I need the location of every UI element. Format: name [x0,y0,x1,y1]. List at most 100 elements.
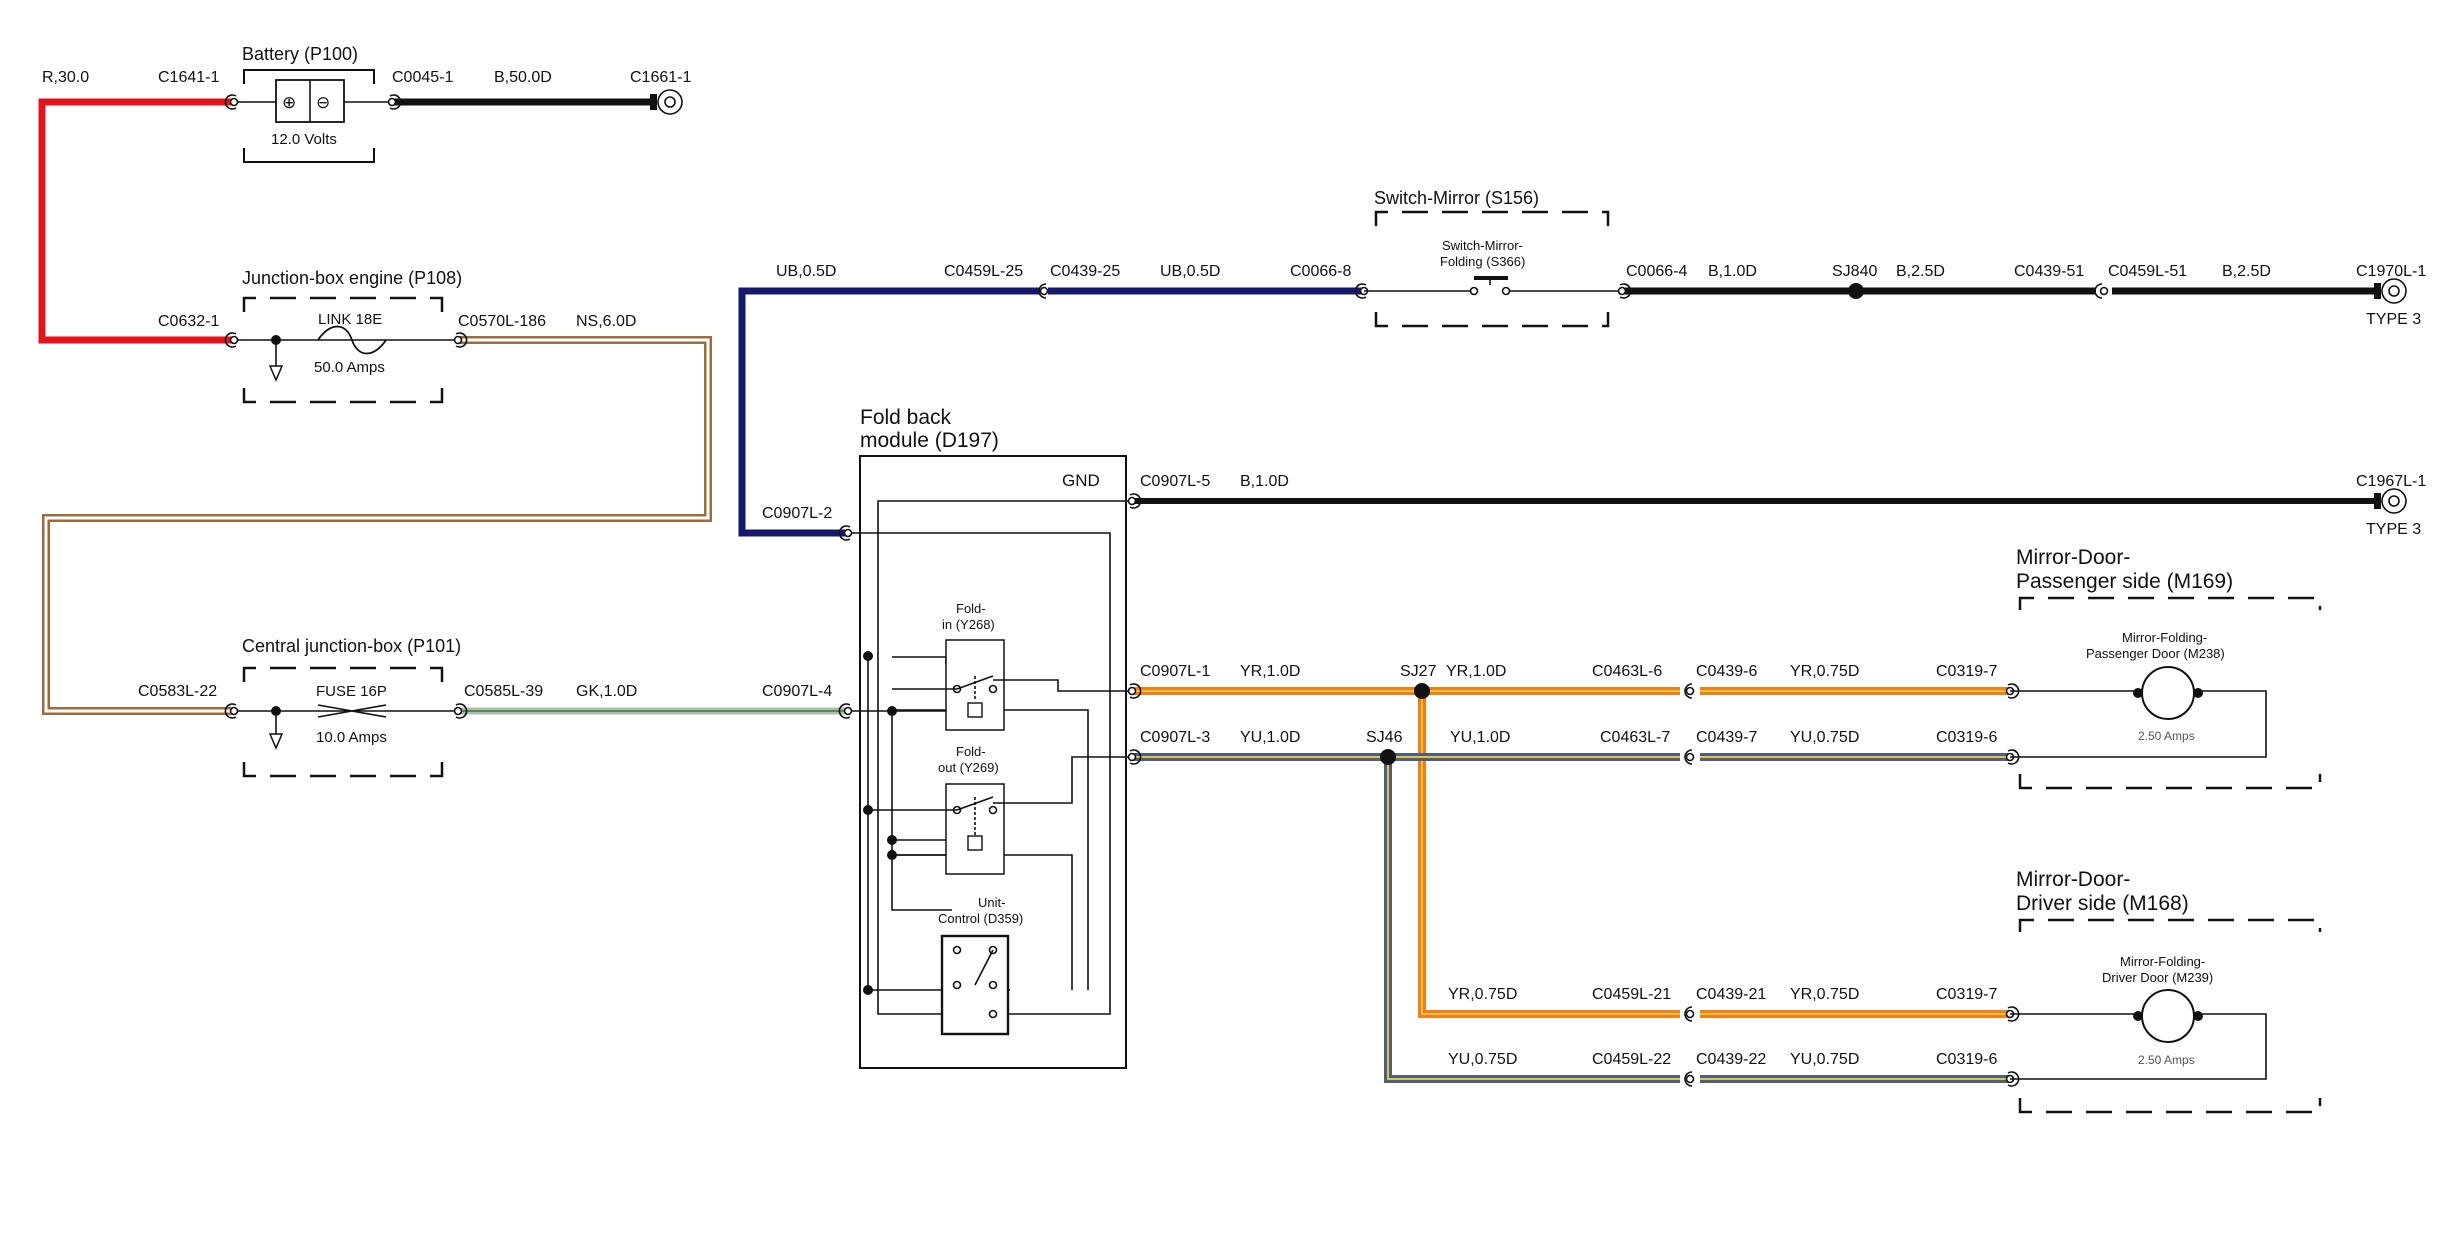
jbox-engine-part: LINK 18E [318,311,382,328]
label-c0907-5: C0907L-5 [1140,473,1210,490]
label-ub-1: UB,0.5D [776,263,836,280]
label-c1641: C1641-1 [158,69,219,86]
connector-c0459-c0439-22[interactable] [1684,1071,1695,1087]
battery-p100[interactable]: Battery (P100) ⊕ ⊖ 12.0 Volts [234,44,392,163]
central-junction-box-p101[interactable]: Central junction-box (P101) FUSE 16P 10.… [234,636,461,778]
label-c0319-7a: C0319-7 [1936,663,1997,680]
connector-c0585[interactable] [453,703,468,719]
mirror-door-passenger-m169[interactable]: Mirror-Door- Passenger side (M169) Mirro… [2010,546,2322,790]
fold-in-label-2: in (Y268) [942,617,995,632]
connector-c0907-4[interactable] [838,703,853,719]
wire-ns-6[interactable] [42,336,712,715]
connector-c0463-c0439-7[interactable] [1684,749,1695,765]
fold-back-module-d197[interactable]: Fold back module (D197) GND Fold- in (Y2… [848,406,1132,1069]
wire-yu[interactable] [1132,753,2010,1083]
mirror-pass-title-1: Mirror-Door- [2016,546,2130,569]
mirror-pass-inner-1: Mirror-Folding- [2122,630,2207,645]
switch-mirror-s156[interactable]: Switch-Mirror (S156) Switch-Mirror- Fold… [1364,188,1622,328]
label-yr075-2: YR,0.75D [1448,986,1517,1003]
cjb-rating: 10.0 Amps [316,729,387,746]
connector-c0459-c0439-25[interactable] [1038,283,1049,299]
motor-icon [2141,989,2195,1043]
label-r30: R,30.0 [42,69,89,86]
connector-c0439-c0459-51[interactable] [2094,283,2109,299]
label-yu075-1: YU,0.75D [1790,729,1859,746]
label-c0463-7: C0463L-7 [1600,729,1670,746]
label-type3-a: TYPE 3 [2366,311,2421,328]
label-yu10-1: YU,1.0D [1240,729,1300,746]
unit-control-label-2: Control (D359) [938,911,1023,926]
switch-mirror-inner-1: Switch-Mirror- [1442,238,1523,253]
connector-c0907-2[interactable] [838,525,853,541]
connector-c0907-3[interactable] [1127,749,1142,765]
label-c0439-25: C0439-25 [1050,263,1120,280]
label-ub-2: UB,0.5D [1160,263,1220,280]
label-yr10-2: YR,1.0D [1446,663,1506,680]
label-c0570: C0570L-186 [458,313,546,330]
fold-module-title-1: Fold back [860,406,952,429]
mirror-pass-rating: 2.50 Amps [2138,729,2195,743]
label-c0463-6: C0463L-6 [1592,663,1662,680]
label-sj46: SJ46 [1366,729,1403,746]
connector-c0583[interactable] [224,703,239,719]
label-b50: B,50.0D [494,69,552,86]
label-c0439-7: C0439-7 [1696,729,1757,746]
label-yu10-2: YU,1.0D [1450,729,1510,746]
label-sj27: SJ27 [1400,663,1437,680]
label-ns6: NS,6.0D [576,313,636,330]
label-c0459-21: C0459L-21 [1592,986,1671,1003]
battery-minus-icon: ⊖ [316,93,330,112]
mirror-drv-inner-1: Mirror-Folding- [2120,954,2205,969]
connector-c0632[interactable] [224,332,239,348]
mirror-drv-rating: 2.50 Amps [2138,1053,2195,1067]
label-c0439-22: C0439-22 [1696,1051,1766,1068]
wire-yr[interactable] [1132,687,2010,1018]
label-yr10-1: YR,1.0D [1240,663,1300,680]
connector-c0907-5[interactable] [1127,493,1142,509]
connector-c0570[interactable] [453,332,468,348]
unit-control-label-1: Unit- [978,895,1005,910]
mirror-drv-title-1: Mirror-Door- [2016,868,2130,891]
jbox-engine-title: Junction-box engine (P108) [242,268,462,288]
connector-c0907-1[interactable] [1127,683,1142,699]
cjb-part: FUSE 16P [316,683,387,700]
label-c0583: C0583L-22 [138,683,217,700]
label-c0066-4: C0066-4 [1626,263,1687,280]
junction-box-engine-p108[interactable]: Junction-box engine (P108) LINK 18E 50.0… [234,268,462,404]
ground-c1967[interactable] [2374,488,2407,514]
ground-c1970[interactable] [2374,278,2407,304]
label-b25-1: B,2.5D [1896,263,1945,280]
label-sj840: SJ840 [1832,263,1877,280]
label-c0439-51: C0439-51 [2014,263,2084,280]
mirror-drv-title-2: Driver side (M168) [2016,892,2189,915]
switch-mirror-title: Switch-Mirror (S156) [1374,188,1539,208]
label-c0439-21: C0439-21 [1696,986,1766,1003]
fold-module-gnd: GND [1062,471,1100,490]
splice-sj46[interactable] [1380,749,1396,765]
splice-sj27[interactable] [1414,683,1430,699]
ground-c1661[interactable] [650,89,683,115]
fold-module-title-2: module (D197) [860,429,999,452]
label-c0066-8: C0066-8 [1290,263,1351,280]
label-c0319-7b: C0319-7 [1936,986,1997,1003]
label-yu075-2: YU,0.75D [1448,1051,1517,1068]
connector-c1641[interactable] [224,94,239,110]
label-c0907-1: C0907L-1 [1140,663,1210,680]
splice-sj840[interactable] [1848,283,1864,299]
cjb-title: Central junction-box (P101) [242,636,461,656]
connector-c0459-c0439-21[interactable] [1684,1006,1695,1022]
label-c0319-6b: C0319-6 [1936,1051,1997,1068]
label-c0319-6a: C0319-6 [1936,729,1997,746]
connector-c0045[interactable] [387,94,402,110]
connector-c0066-4[interactable] [1617,283,1632,299]
fuse-link-icon [317,325,387,355]
wire-r-30[interactable] [38,98,234,344]
label-c0439-6: C0439-6 [1696,663,1757,680]
battery-plus-icon: ⊕ [282,93,296,112]
jbox-engine-rating: 50.0 Amps [314,359,385,376]
mirror-door-driver-m168[interactable]: Mirror-Door- Driver side (M168) Mirror-F… [2010,868,2322,1114]
label-c1967: C1967L-1 [2356,473,2426,490]
fold-in-label-1: Fold- [956,601,986,616]
wire-ub-05[interactable] [738,287,1364,537]
connector-c0463-c0439-6[interactable] [1684,683,1695,699]
